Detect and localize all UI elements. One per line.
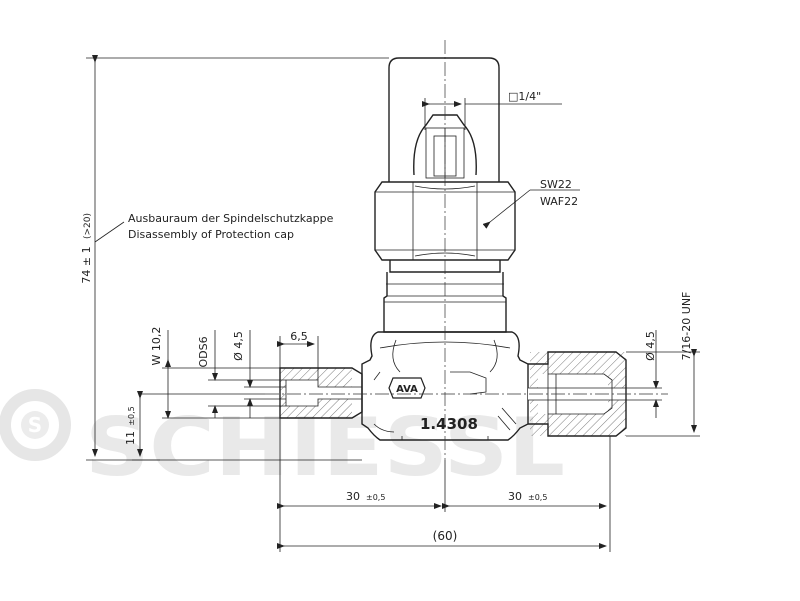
valve-drawing: AVA 1.4308 <box>265 40 668 460</box>
dimension-right-length: 30 <box>508 490 522 503</box>
dimension-height-note: (>20) <box>83 213 93 239</box>
valve-body <box>361 331 529 441</box>
callout-hex-size: SW22 <box>540 178 572 191</box>
note-removal-space-de: Ausbauraum der Spindelschutzkappe <box>128 212 334 225</box>
dimension-depth: 6,5 <box>290 330 308 343</box>
ava-logo-icon: AVA <box>388 377 426 399</box>
dimension-right-tolerance: ±0,5 <box>528 493 547 502</box>
dimensions: 74 ± 1 (>20) □1/4" SW22 WAF22 Ausbauraum… <box>80 55 700 552</box>
dimension-center-tolerance: ±0,5 <box>127 406 136 425</box>
callout-square-drive: □1/4" <box>508 90 541 103</box>
hex-nut <box>374 181 516 261</box>
svg-text:AVA: AVA <box>396 384 418 395</box>
material-marking: 1.4308 <box>420 415 478 433</box>
protection-cap <box>388 57 500 182</box>
watermark-logo-letter: S <box>28 413 42 437</box>
dimension-ods: ODS6 <box>197 336 210 367</box>
dimension-diameter-right: Ø 4,5 <box>644 331 657 361</box>
watermark-logo-icon <box>0 389 71 461</box>
dimension-w: W 10,2 <box>150 327 163 366</box>
dimension-total-length: (60) <box>433 529 458 543</box>
dimension-height: 74 ± 1 <box>80 246 93 283</box>
callout-hex-size-en: WAF22 <box>540 195 578 208</box>
dimension-diameter-left: Ø 4,5 <box>232 331 245 361</box>
dimension-left-tolerance: ±0,5 <box>366 493 385 502</box>
dimension-center-height: 11 <box>124 431 137 445</box>
dimension-left-length: 30 <box>346 490 360 503</box>
note-removal-space-en: Disassembly of Protection cap <box>128 228 294 241</box>
dimension-thread: 7/16-20 UNF <box>680 292 693 361</box>
left-connection <box>279 367 363 419</box>
